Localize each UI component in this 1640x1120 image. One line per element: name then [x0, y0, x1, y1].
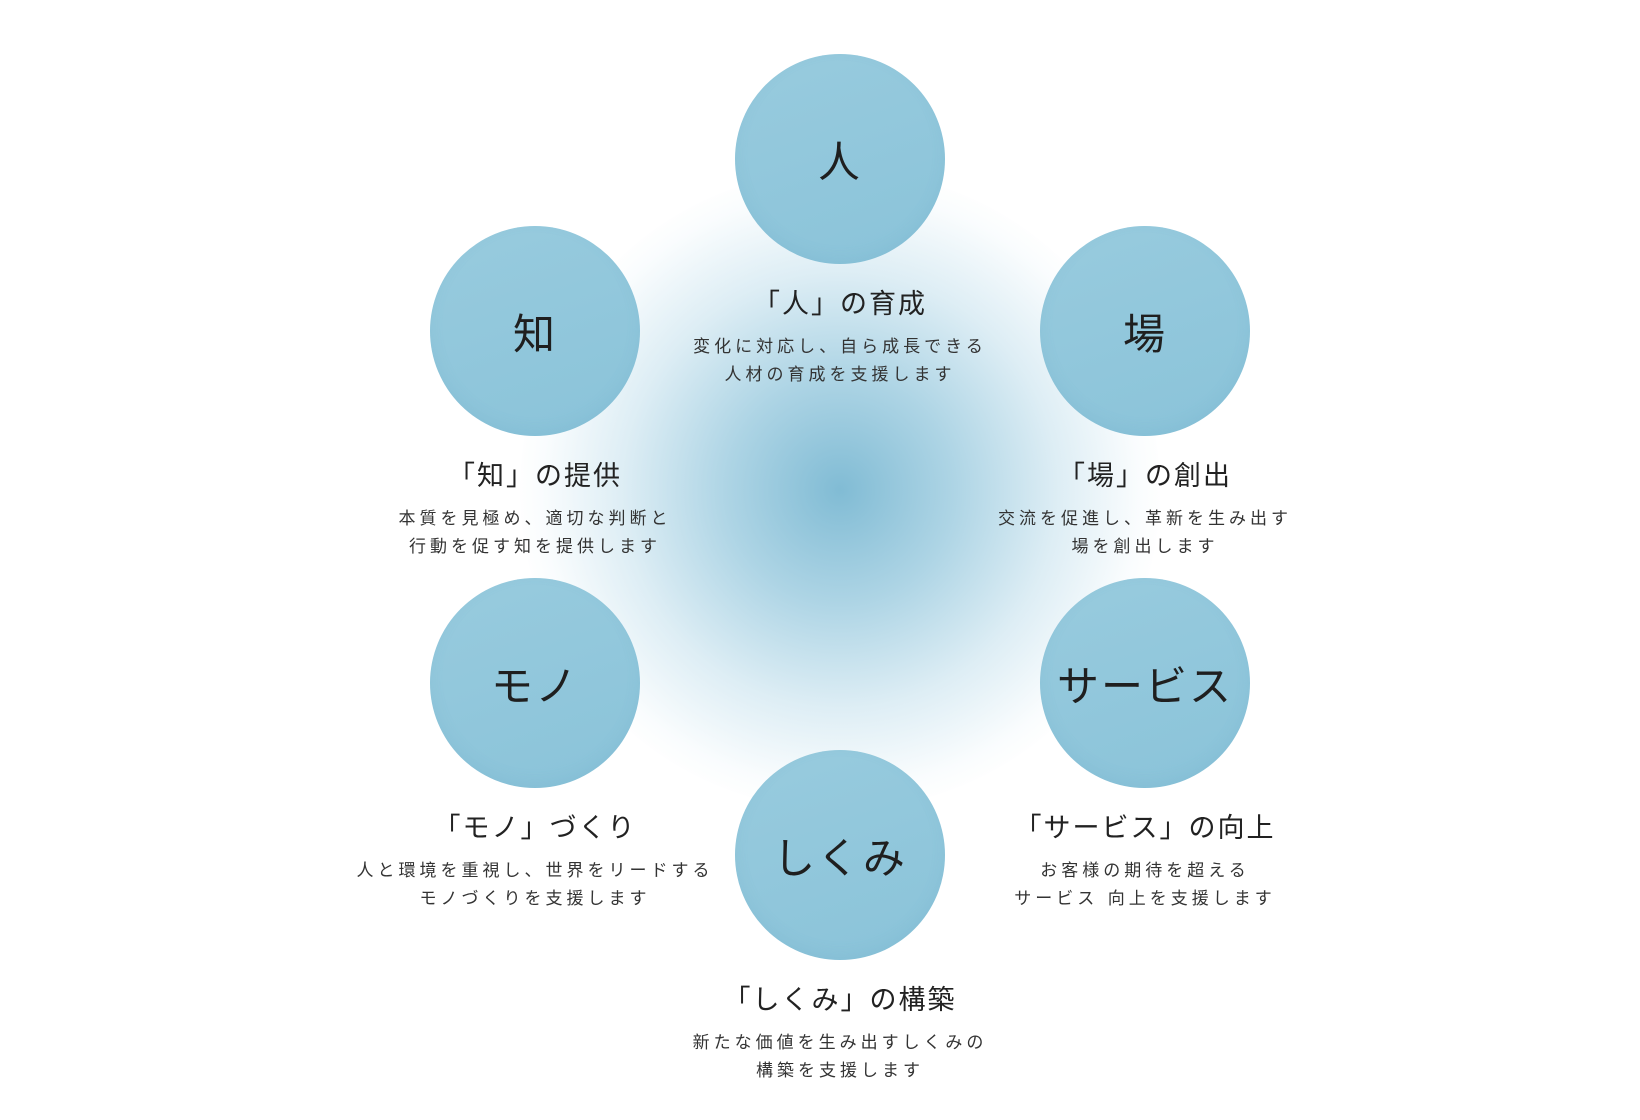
node-chi: 知 「知」の提供 本質を見極め、適切な判断と 行動を促す知を提供します	[355, 226, 715, 561]
desc-chi-line-1: 本質を見極め、適切な判断と	[398, 509, 672, 529]
title-ba: 「場」の創出	[1058, 461, 1232, 492]
circle-service: サービス	[1040, 578, 1250, 788]
desc-hito: 変化に対応し、自ら成長できる 人材の育成を支援します	[660, 333, 1020, 389]
desc-shikumi-line-2: 構築を支援します	[756, 1061, 924, 1081]
desc-hito-line-1: 変化に対応し、自ら成長できる	[693, 337, 987, 357]
node-service: サービス 「サービス」の向上 お客様の期待を超える サービス 向上を支援します	[965, 578, 1325, 913]
circle-label-hito: 人	[817, 137, 862, 187]
circle-hito: 人	[735, 54, 945, 264]
title-chi: 「知」の提供	[448, 461, 622, 492]
desc-service: お客様の期待を超える サービス 向上を支援します	[965, 857, 1325, 913]
circle-label-service: サービス	[1056, 661, 1233, 711]
desc-ba: 交流を促進し、革新を生み出す 場を創出します	[965, 505, 1325, 561]
circle-chi: 知	[430, 226, 640, 436]
circle-label-shikumi: しくみ	[773, 833, 907, 883]
circle-mono: モノ	[430, 578, 640, 788]
desc-mono-line-2: モノづくりを支援します	[419, 889, 651, 909]
desc-ba-line-2: 場を創出します	[1071, 537, 1219, 557]
desc-shikumi-line-1: 新たな価値を生み出すしくみの	[692, 1033, 988, 1053]
node-hito: 人 「人」の育成 変化に対応し、自ら成長できる 人材の育成を支援します	[660, 54, 1020, 389]
circle-shikumi: しくみ	[735, 750, 945, 960]
desc-service-line-2: サービス 向上を支援します	[1014, 889, 1276, 909]
title-service: 「サービス」の向上	[1014, 813, 1276, 844]
node-mono: モノ 「モノ」づくり 人と環境を重視し、世界をリードする モノづくりを支援します	[355, 578, 715, 913]
title-mono: 「モノ」づくり	[433, 813, 637, 844]
circle-label-chi: 知	[512, 309, 557, 359]
desc-mono: 人と環境を重視し、世界をリードする モノづくりを支援します	[355, 857, 715, 913]
node-ba: 場 「場」の創出 交流を促進し、革新を生み出す 場を創出します	[965, 226, 1325, 561]
title-hito: 「人」の育成	[753, 289, 927, 320]
desc-mono-line-1: 人と環境を重視し、世界をリードする	[356, 861, 714, 881]
circle-label-ba: 場	[1122, 309, 1167, 359]
desc-service-line-1: お客様の期待を超える	[1040, 861, 1250, 881]
circle-ba: 場	[1040, 226, 1250, 436]
circle-label-mono: モノ	[490, 661, 579, 711]
desc-hito-line-2: 人材の育成を支援します	[724, 365, 956, 385]
desc-shikumi: 新たな価値を生み出すしくみの 構築を支援します	[660, 1029, 1020, 1085]
desc-chi: 本質を見極め、適切な判断と 行動を促す知を提供します	[355, 505, 715, 561]
node-shikumi: しくみ 「しくみ」の構築 新たな価値を生み出すしくみの 構築を支援します	[660, 750, 1020, 1085]
desc-chi-line-2: 行動を促す知を提供します	[409, 537, 661, 557]
desc-ba-line-1: 交流を促進し、革新を生み出す	[998, 509, 1292, 529]
title-shikumi: 「しくみ」の構築	[723, 985, 957, 1016]
